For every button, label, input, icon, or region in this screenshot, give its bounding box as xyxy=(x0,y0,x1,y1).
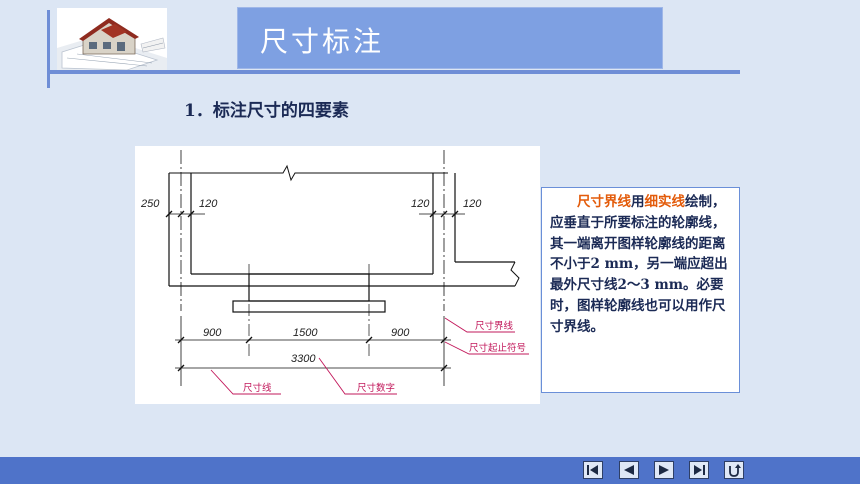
dim-text-3300: 3300 xyxy=(291,353,316,365)
dim-text-120-b: 120 xyxy=(411,198,430,210)
page-title: 尺寸标注 xyxy=(260,25,385,58)
label-extension-line: 尺寸界线 xyxy=(475,320,514,332)
section-heading: 1．标注尺寸的四要素 xyxy=(184,101,349,121)
label-dimension-number: 尺寸数字 xyxy=(357,382,395,394)
title-banner: 尺寸标注 xyxy=(237,7,663,69)
note-connector: 用 xyxy=(631,194,645,210)
next-slide-button[interactable] xyxy=(654,461,674,479)
return-icon xyxy=(729,464,741,477)
note-text: 尺寸界线用细实线绘制，应垂直于所要标注的轮廓线，其一端离开图样轮廓线的距离不小于… xyxy=(550,192,733,338)
label-dimension-line: 尺寸线 xyxy=(243,382,272,394)
dim-text-250: 250 xyxy=(140,198,160,210)
return-button[interactable] xyxy=(724,461,744,479)
note-box: 尺寸界线用细实线绘制，应垂直于所要标注的轮廓线，其一端离开图样轮廓线的距离不小于… xyxy=(541,187,740,393)
triangle-left-icon xyxy=(624,465,634,475)
dim-text-1500: 1500 xyxy=(293,327,318,339)
dim-text-900-b: 900 xyxy=(391,327,410,339)
dim-text-120-c: 120 xyxy=(463,198,482,210)
dim-text-900-a: 900 xyxy=(203,327,222,339)
first-slide-button[interactable] xyxy=(583,461,603,479)
house-logo-image xyxy=(57,8,167,72)
note-term-thin-line: 细实线 xyxy=(644,194,686,210)
dim-text-120-a: 120 xyxy=(199,198,218,210)
previous-slide-button[interactable] xyxy=(619,461,639,479)
triangle-right-icon xyxy=(659,465,669,475)
note-body: 绘制，应垂直于所要标注的轮廓线，其一端离开图样轮廓线的距离不小于2 mm，另一端… xyxy=(550,194,728,335)
dimension-drawing: 250 120 120 120 900 1500 900 3300 尺寸界线 尺… xyxy=(135,146,540,404)
skip-first-icon xyxy=(587,465,598,475)
header-horizontal-rule xyxy=(47,70,740,74)
label-terminator: 尺寸起止符号 xyxy=(469,342,526,354)
note-term-extension-line: 尺寸界线 xyxy=(577,194,631,210)
bottom-nav-bar xyxy=(0,457,860,484)
skip-last-icon xyxy=(694,465,705,475)
last-slide-button[interactable] xyxy=(689,461,709,479)
header-vertical-rule xyxy=(47,10,50,88)
